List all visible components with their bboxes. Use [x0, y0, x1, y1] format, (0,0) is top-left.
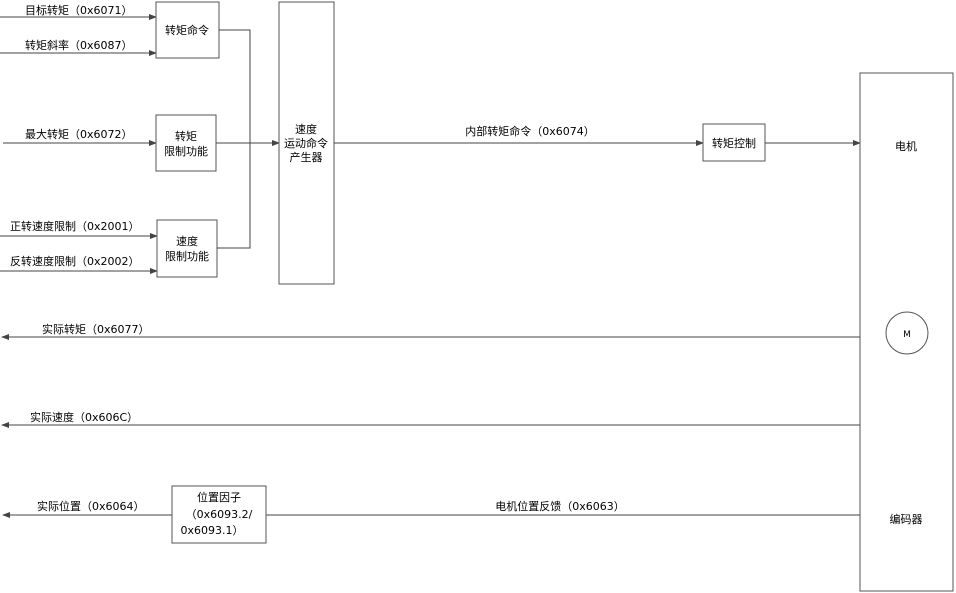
motor-symbol-label: M: [903, 330, 911, 340]
torque-control-label: 转矩控制: [712, 136, 756, 150]
encoder-label: 编码器: [890, 512, 923, 526]
speed-limit-label-1: 速度: [176, 234, 198, 248]
actual-speed-label: 实际速度（0x606C）: [30, 410, 138, 424]
max-torque-label: 最大转矩（0x6072）: [25, 127, 133, 141]
speed-limit-label-2: 限制功能: [165, 249, 209, 263]
motor-symbol-icon: [885, 311, 929, 355]
rev-speed-limit-label: 反转速度限制（0x2002）: [10, 254, 140, 268]
generator-label-2: 运动命令: [284, 136, 328, 150]
generator-label-3: 产生器: [290, 150, 323, 164]
position-factor-block: [171, 485, 267, 544]
target-torque-label: 目标转矩（0x6071）: [25, 3, 133, 17]
motor-pos-feedback-label: 电机位置反馈（0x6063）: [495, 499, 625, 513]
internal-torque-cmd-label: 内部转矩命令（0x6074）: [465, 124, 595, 138]
fwd-speed-limit-label: 正转速度限制（0x2001）: [10, 219, 140, 233]
generator-label-1: 速度: [295, 122, 317, 136]
merge-connector: [217, 29, 251, 249]
torque-limit-label-1: 转矩: [175, 129, 197, 143]
torque-limit-block: [155, 114, 217, 172]
torque-command-label: 转矩命令: [165, 23, 209, 37]
torque-command-block: [155, 1, 220, 59]
torque-limit-label-2: 限制功能: [164, 144, 208, 158]
position-factor-label-2: （0x6093.2/: [186, 508, 253, 521]
motor-label: 电机: [895, 139, 917, 153]
actual-position-label: 实际位置（0x6064）: [37, 499, 145, 513]
position-factor-label-1: 位置因子: [197, 490, 241, 504]
torque-control-block: [702, 123, 766, 162]
actual-torque-label: 实际转矩（0x6077）: [42, 322, 150, 336]
speed-limit-block: [156, 219, 218, 278]
position-factor-label-3: 0x6093.1）: [181, 524, 244, 537]
torque-slope-label: 转矩斜率（0x6087）: [25, 38, 133, 52]
